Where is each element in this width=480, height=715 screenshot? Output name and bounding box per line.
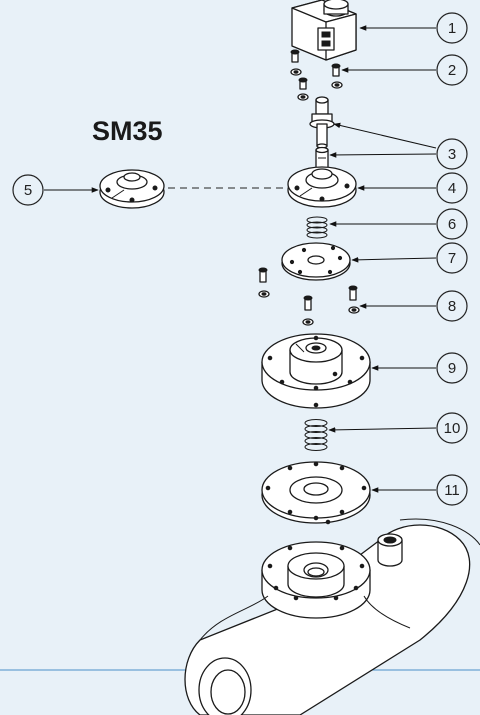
armature-tube: [309, 96, 335, 169]
main-spring: [304, 419, 328, 451]
callout-11: 11: [436, 474, 468, 506]
leader-lines: [44, 25, 437, 493]
callout-9-label: 9: [448, 360, 456, 377]
bonnet-upper: [287, 166, 357, 208]
callout-1: 1: [436, 12, 468, 44]
valve-cover: [261, 333, 371, 409]
callout-6-label: 6: [448, 216, 456, 233]
callout-7: 7: [436, 242, 468, 274]
callout-5: 5: [12, 174, 44, 206]
model-title: SM35: [92, 116, 163, 146]
callout-3-label: 3: [448, 146, 456, 163]
pilot-diaphragm: [281, 242, 351, 281]
callout-11-label: 11: [444, 482, 460, 499]
screw-set-lower: [258, 267, 360, 326]
callout-1-label: 1: [448, 20, 456, 37]
callout-5-label: 5: [24, 182, 32, 199]
callout-7-label: 7: [448, 250, 456, 267]
callout-4: 4: [436, 172, 468, 204]
callout-6: 6: [436, 208, 468, 240]
solenoid-coil: [291, 0, 357, 61]
callout-4-label: 4: [448, 180, 456, 197]
callout-8-label: 8: [448, 298, 456, 315]
callout-9: 9: [436, 352, 468, 384]
callout-2: 2: [436, 54, 468, 86]
main-diaphragm: [261, 461, 371, 525]
callout-10: 10: [436, 412, 468, 444]
screw-set-top: [290, 49, 343, 101]
bonnet-alternate: [99, 169, 165, 209]
callout-10-label: 10: [444, 420, 461, 437]
callout-8: 8: [436, 290, 468, 322]
callout-2-label: 2: [448, 62, 456, 79]
small-spring: [306, 216, 328, 239]
valve-body: [184, 518, 480, 715]
callout-3: 3: [436, 138, 468, 170]
